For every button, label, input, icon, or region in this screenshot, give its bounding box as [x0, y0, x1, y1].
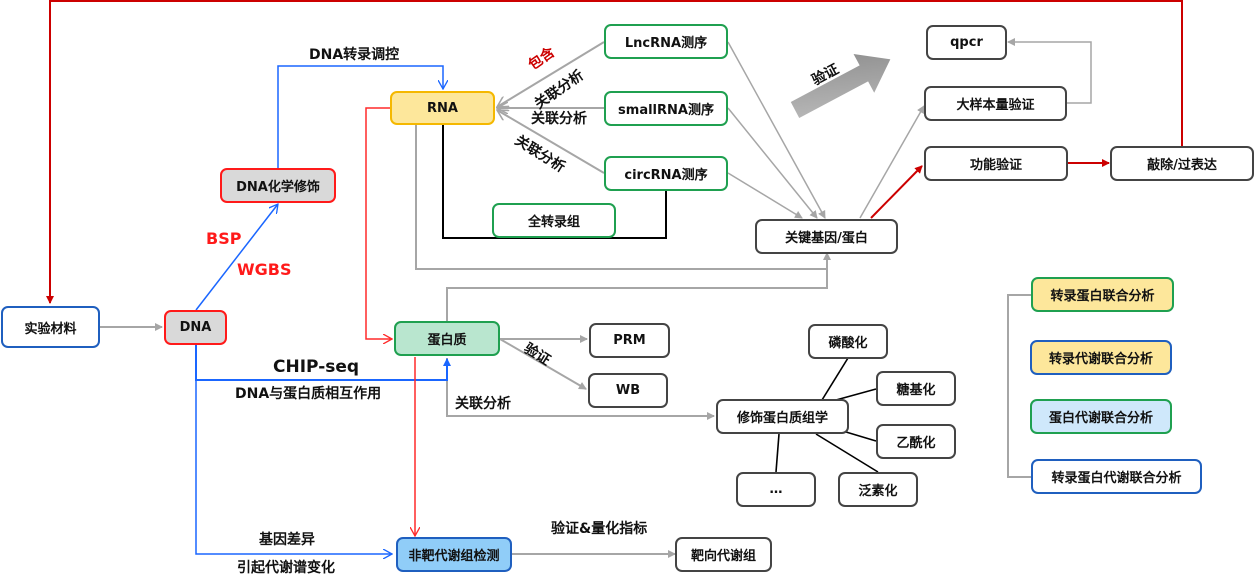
- node-label: 蛋白质: [427, 333, 467, 348]
- node-glycosylation[interactable]: 糖基化: [876, 371, 956, 406]
- node-label: 转录蛋白代谢联合分析: [1051, 471, 1182, 486]
- node-ubiquitination[interactable]: 泛素化: [838, 472, 918, 507]
- branch-glyco: [835, 388, 877, 401]
- node-prm[interactable]: PRM: [589, 323, 670, 358]
- node-label: 泛素化: [858, 484, 898, 499]
- node-label: DNA: [179, 320, 212, 335]
- circ-to-keygene-line: [727, 172, 803, 219]
- node-label: qpcr: [950, 35, 983, 50]
- node-combo-all[interactable]: 转录蛋白代谢联合分析: [1031, 459, 1202, 494]
- label-wgbs: WGBS: [237, 260, 292, 279]
- node-label: …: [769, 482, 783, 497]
- keygene-to-largesample-line: [859, 105, 925, 219]
- lnc-to-keygene-line: [727, 41, 826, 219]
- combo-bracket: [1007, 294, 1031, 478]
- node-label: LncRNA测序: [624, 36, 708, 51]
- node-combo-transcript-protein[interactable]: 转录蛋白联合分析: [1031, 277, 1174, 312]
- node-wb[interactable]: WB: [588, 373, 668, 408]
- keygene-to-function-line: [870, 165, 923, 219]
- dna-to-untargeted-line: [195, 380, 392, 554]
- node-untargeted-metabolomics[interactable]: 非靶代谢组检测: [396, 537, 512, 572]
- label-gene-difference: 基因差异: [259, 532, 315, 548]
- label-dna-protein-interaction: DNA与蛋白质相互作用: [235, 386, 382, 402]
- branch-ellipsis: [775, 433, 780, 473]
- node-experiment-material[interactable]: 实验材料: [1, 306, 100, 348]
- label-metabolic-profile-change: 引起代谢谱变化: [237, 560, 335, 576]
- node-targeted-metabolomics[interactable]: 靶向代谢组: [675, 537, 772, 572]
- node-lncrna-seq[interactable]: LncRNA测序: [604, 24, 728, 59]
- node-acetylation[interactable]: 乙酰化: [876, 424, 956, 459]
- node-label: PRM: [613, 333, 646, 348]
- node-label: 全转录组: [527, 215, 580, 230]
- dna-to-protein-line: [195, 345, 451, 381]
- node-label: circRNA测序: [624, 168, 708, 183]
- branch-phospho: [821, 357, 849, 401]
- protein-to-wb-line: [499, 338, 587, 390]
- node-combo-transcript-metabolite[interactable]: 转录代谢联合分析: [1030, 340, 1172, 375]
- node-label: WB: [615, 383, 641, 398]
- node-label: 糖基化: [896, 383, 936, 398]
- node-dna[interactable]: DNA: [164, 310, 227, 345]
- node-label: 功能验证: [969, 158, 1022, 173]
- node-label: 实验材料: [24, 321, 77, 337]
- node-label: 关键基因/蛋白: [785, 231, 868, 246]
- node-protein[interactable]: 蛋白质: [394, 321, 500, 356]
- node-more[interactable]: …: [736, 472, 816, 507]
- rna-fulltranscriptome-bracket: [442, 125, 667, 239]
- verify-big-arrow: [790, 53, 891, 118]
- node-label: 磷酸化: [828, 336, 868, 351]
- lnc-to-rna-line: [497, 41, 605, 107]
- node-full-transcriptome[interactable]: 全转录组: [492, 203, 616, 238]
- node-label: 敲除/过表达: [1147, 158, 1217, 173]
- node-circrna-seq[interactable]: circRNA测序: [604, 156, 728, 191]
- branch-acetyl: [845, 431, 877, 442]
- node-label: 大样本量验证: [956, 98, 1035, 113]
- node-modified-proteomics[interactable]: 修饰蛋白质组学: [716, 399, 849, 434]
- small-to-keygene-line: [727, 107, 818, 219]
- node-label: 转录代谢联合分析: [1048, 352, 1153, 367]
- protein-to-keygene-line: [446, 255, 828, 321]
- node-label: 乙酰化: [896, 436, 936, 451]
- node-knockout-overexpress[interactable]: 敲除/过表达: [1110, 146, 1254, 181]
- node-combo-protein-metabolite[interactable]: 蛋白代谢联合分析: [1030, 399, 1172, 434]
- node-qpcr[interactable]: qpcr: [926, 25, 1007, 60]
- node-smallrna-seq[interactable]: smallRNA测序: [604, 91, 728, 126]
- node-label: 转录蛋白联合分析: [1050, 289, 1155, 304]
- rna-to-protein-line: [365, 107, 392, 339]
- node-label: RNA: [427, 100, 458, 116]
- dna-to-mod-line: [195, 204, 278, 311]
- node-label: 非靶代谢组检测: [408, 549, 500, 564]
- label-chipseq: CHIP-seq: [273, 357, 360, 377]
- node-dna-modification[interactable]: DNA化学修饰: [220, 168, 336, 203]
- label-association-small: 关联分析: [531, 111, 587, 127]
- label-bsp: BSP: [206, 229, 242, 248]
- node-phosphorylation[interactable]: 磷酸化: [808, 324, 888, 359]
- label-association-protein: 关联分析: [455, 396, 511, 412]
- node-label: smallRNA测序: [618, 103, 714, 118]
- node-label: DNA化学修饰: [236, 180, 320, 195]
- largesample-to-qpcr-line: [1007, 38, 1092, 104]
- feedback-loop-line: [46, 0, 1183, 304]
- node-label: 蛋白代谢联合分析: [1048, 411, 1153, 426]
- label-dna-transcription-regulation: DNA转录调控: [309, 47, 400, 63]
- branch-ubiq: [815, 433, 879, 473]
- circ-to-rna-line: [497, 109, 605, 174]
- node-function-verify[interactable]: 功能验证: [924, 146, 1068, 181]
- node-key-gene-protein[interactable]: 关键基因/蛋白: [755, 219, 898, 254]
- node-rna[interactable]: RNA: [390, 91, 495, 125]
- node-large-sample-verify[interactable]: 大样本量验证: [924, 86, 1067, 121]
- node-label: 靶向代谢组: [690, 549, 756, 564]
- mod-to-rna-line: [277, 65, 443, 168]
- label-verify-quantify: 验证&量化指标: [551, 521, 648, 537]
- node-label: 修饰蛋白质组学: [736, 411, 828, 426]
